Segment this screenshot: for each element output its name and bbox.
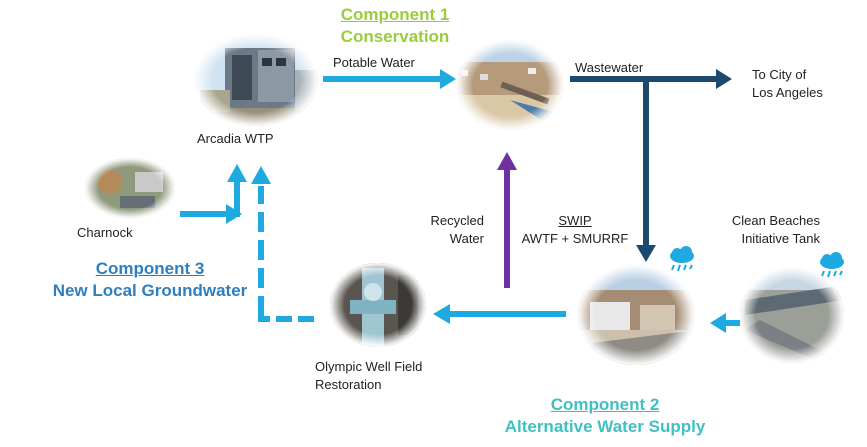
to-city-label: To City of Los Angeles: [752, 66, 823, 102]
wastewater-label: Wastewater: [575, 60, 644, 75]
to-city-line1: To City of: [752, 67, 807, 82]
arcadia-wtp-label: Arcadia WTP: [197, 131, 274, 146]
clean-beaches-label: Clean Beaches Initiative Tank: [710, 212, 820, 248]
component-1-subtitle: Conservation: [340, 27, 450, 46]
wastewater-to-swip-arrow: [636, 79, 656, 262]
component-2-title: Component 2: [550, 395, 660, 414]
clean-beaches-line2: Initiative Tank: [741, 231, 820, 246]
charnock-to-arcadia-arrow: [180, 164, 247, 224]
to-city-line2: Los Angeles: [752, 85, 823, 100]
potable-water-arrow: [323, 69, 456, 89]
recycled-water-arrow: [497, 152, 517, 288]
olympic-label-line2: Restoration: [315, 377, 382, 392]
component-3-title: Component 3: [95, 259, 205, 278]
component-1-title: Component 1: [340, 5, 450, 24]
rain-cloud-icon: [670, 246, 694, 272]
clean-beaches-line1: Clean Beaches: [731, 213, 820, 228]
olympic-label-line1: Olympic Well Field: [315, 359, 423, 374]
olympic-well-field-label: Olympic Well Field Restoration: [315, 358, 422, 394]
potable-water-label: Potable Water: [333, 55, 415, 70]
recycled-line2: Water: [449, 231, 484, 246]
component-3-heading: Component 3 New Local Groundwater: [40, 258, 260, 302]
swip-label: SWIP AWTF + SMURRF: [520, 212, 630, 248]
swip-detail: AWTF + SMURRF: [521, 231, 629, 246]
clean-beaches-to-swip-arrow: [710, 313, 740, 333]
component-2-heading: Component 2 Alternative Water Supply: [480, 394, 730, 438]
swip-to-olympic-arrow: [433, 304, 566, 324]
component-3-subtitle: New Local Groundwater: [52, 281, 248, 300]
recycled-water-label: Recycled Water: [412, 212, 484, 248]
charnock-label: Charnock: [77, 225, 133, 240]
recycled-line1: Recycled: [430, 213, 484, 228]
rain-cloud-icon: [820, 252, 844, 278]
component-1-heading: Component 1 Conservation: [320, 4, 470, 48]
swip-title: SWIP: [558, 213, 592, 228]
component-2-subtitle: Alternative Water Supply: [504, 417, 706, 436]
olympic-to-arcadia-dashed-arrow: [251, 166, 314, 322]
